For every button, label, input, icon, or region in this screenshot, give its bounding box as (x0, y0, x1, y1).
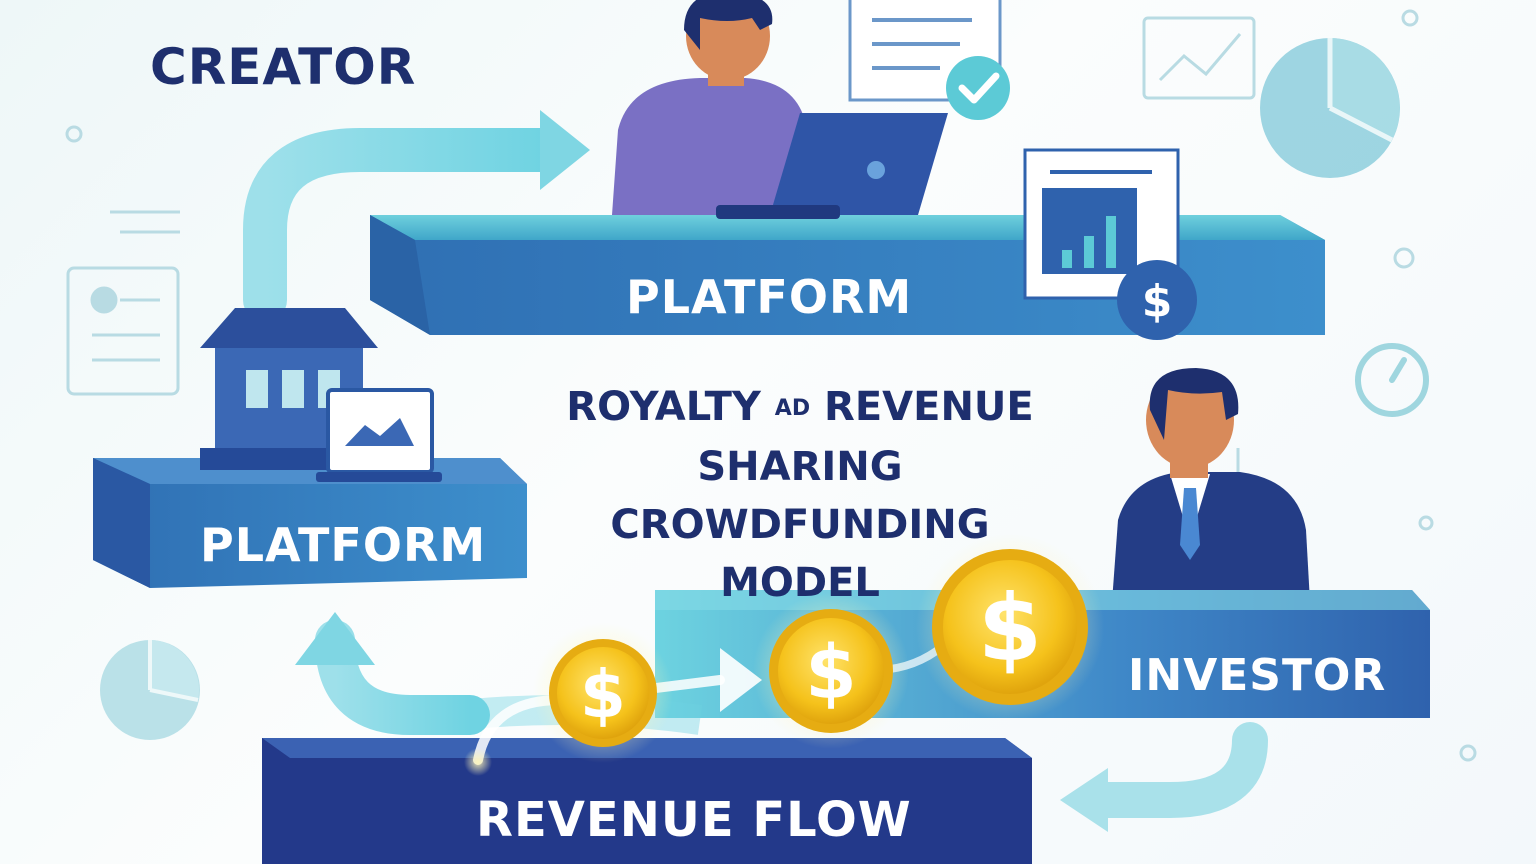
pie-chart-icon (100, 640, 200, 740)
gauge-icon (1355, 343, 1429, 417)
bar-chart-icon: $ (1023, 148, 1197, 340)
arrow-icon (295, 612, 490, 735)
line-chart-sketch-icon (1142, 16, 1256, 100)
coin-icon: $ (753, 593, 909, 749)
revenue-flow-label: REVENUE FLOW (476, 792, 912, 848)
decor-dot (1393, 247, 1415, 269)
platform-top-label: PLATFORM (626, 270, 913, 324)
title-line-2: SHARING CROWDFUNDING (610, 444, 990, 548)
investor-person-icon (1112, 368, 1310, 602)
pie-chart-icon (1260, 38, 1400, 178)
title-word-ad: AD (774, 396, 811, 421)
svg-text:$: $ (580, 656, 626, 733)
decor-dot (1418, 515, 1434, 531)
svg-text:$: $ (978, 575, 1042, 682)
diagram-title: ROYALTY AD REVENUE SHARING CROWDFUNDING … (530, 378, 1070, 612)
coin-icon: $ (533, 623, 673, 763)
currency-symbol: $ (1142, 276, 1173, 327)
decor-dot (65, 125, 83, 143)
title-word-revenue: REVENUE (824, 384, 1034, 430)
title-line-3: MODEL (720, 560, 880, 606)
monitor-icon (316, 388, 442, 482)
decor-dot (1401, 9, 1419, 27)
laptop-icon (716, 113, 948, 219)
document-sketch-icon (66, 266, 180, 396)
platform-left-label: PLATFORM (200, 518, 487, 572)
document-check-icon (848, 0, 1010, 120)
title-word-royalty: ROYALTY (566, 384, 761, 430)
coin-icon: $ (916, 533, 1104, 721)
svg-text:$: $ (805, 630, 857, 716)
creator-title: CREATOR (150, 38, 417, 96)
decor-dot (1459, 744, 1477, 762)
title-line-1: ROYALTY AD REVENUE (530, 378, 1070, 438)
creator-person-icon (612, 0, 812, 215)
arrow-icon (243, 110, 590, 322)
arrow-icon (1060, 722, 1268, 832)
investor-label: INVESTOR (1128, 650, 1387, 701)
